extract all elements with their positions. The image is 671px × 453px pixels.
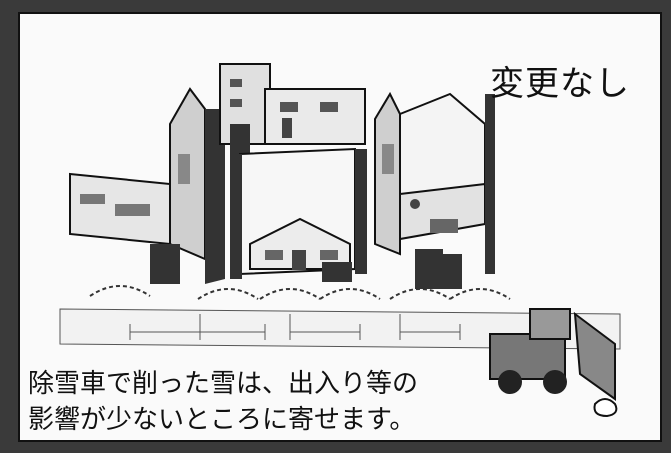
illustration-panel: 変更なし 除雪車で削った雪は、出入り等の 影響が少ないところに寄せます。 bbox=[18, 12, 662, 442]
back-building bbox=[219, 63, 366, 154]
street-illustration bbox=[59, 63, 621, 418]
snowplow bbox=[489, 308, 618, 418]
caption-line-2: 影響が少ないところに寄せます。 bbox=[28, 405, 416, 435]
left-wall bbox=[205, 109, 225, 284]
left-house bbox=[69, 87, 206, 284]
snow-arcs bbox=[89, 285, 511, 300]
center-house bbox=[230, 147, 367, 282]
status-title: 変更なし bbox=[490, 64, 630, 104]
right-house bbox=[374, 91, 495, 289]
caption-line-1: 除雪車で削った雪は、出入り等の bbox=[28, 369, 419, 399]
caption: 除雪車で削った雪は、出入り等の 影響が少ないところに寄せます。 bbox=[28, 366, 548, 438]
width-markers bbox=[129, 314, 461, 340]
